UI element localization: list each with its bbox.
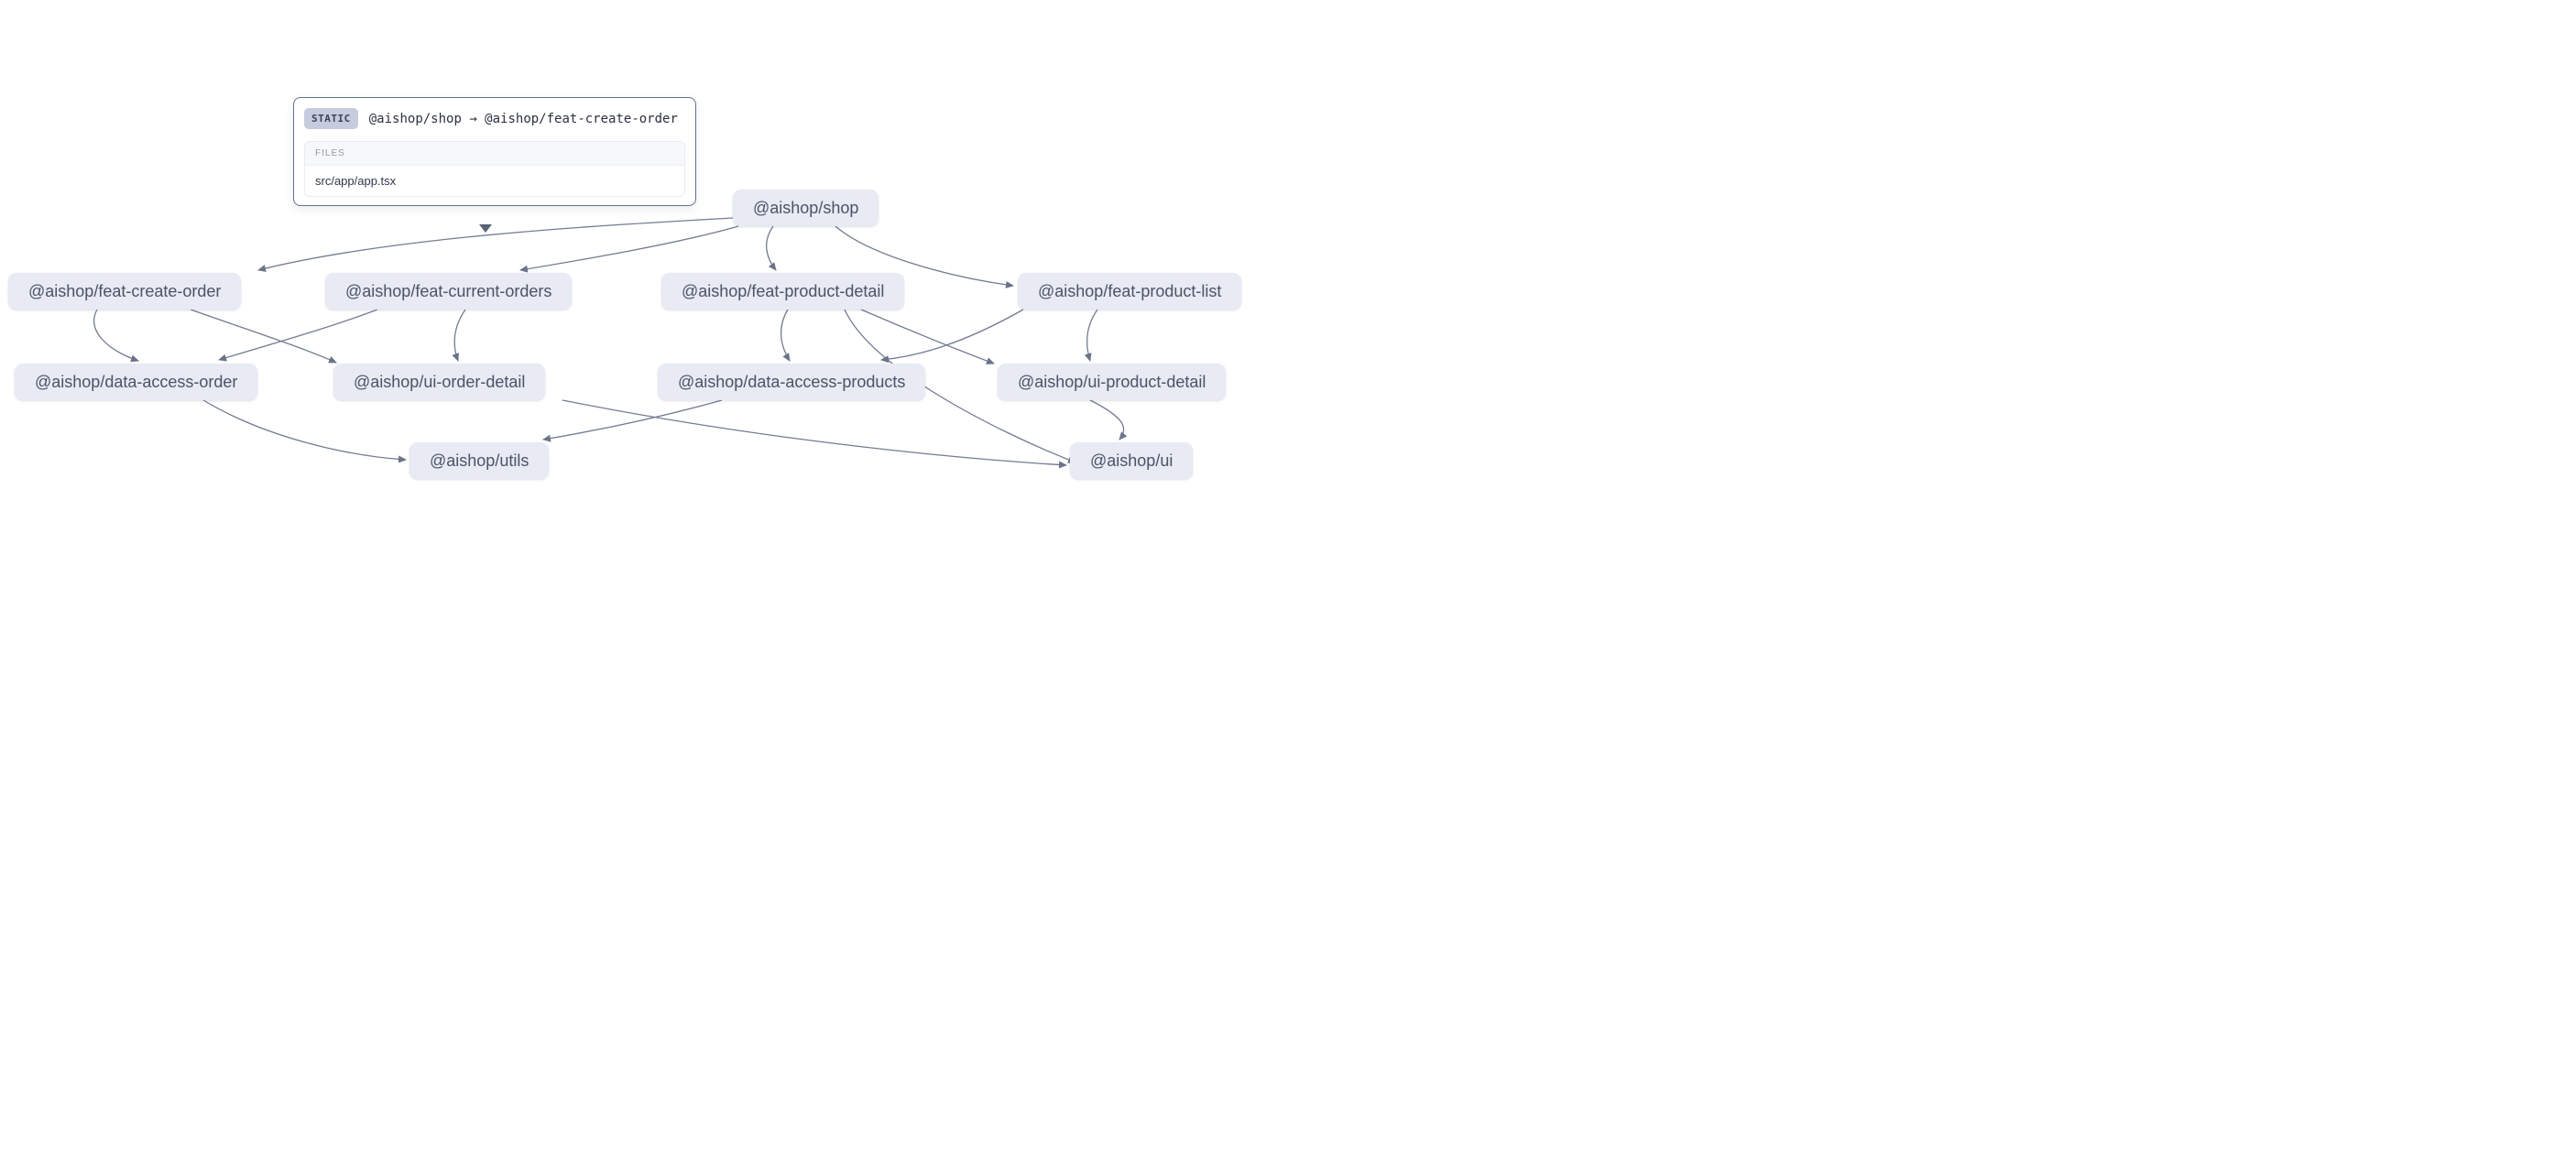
- edge-feat-product-detail-data-access-products[interactable]: [780, 309, 791, 362]
- edge-feat-product-list-data-access-products[interactable]: [880, 309, 1024, 364]
- edge-feat-product-detail-ui-product-detail[interactable]: [860, 309, 995, 364]
- files-panel: FILES src/app/app.tsx: [304, 141, 685, 197]
- edge-feat-product-list-ui-product-detail[interactable]: [1084, 309, 1098, 362]
- node-feat-product-list[interactable]: @aishop/feat-product-list: [1018, 273, 1242, 310]
- dependency-graph-canvas[interactable]: @aishop/shop @aishop/feat-create-order @…: [0, 0, 1288, 582]
- node-ui[interactable]: @aishop/ui: [1070, 442, 1194, 479]
- node-data-access-products[interactable]: @aishop/data-access-products: [658, 364, 926, 400]
- node-ui-product-detail[interactable]: @aishop/ui-product-detail: [998, 364, 1227, 400]
- edge-ui-order-detail-ui[interactable]: [562, 399, 1067, 469]
- edge-tooltip: STATIC @aishop/shop → @aishop/feat-creat…: [293, 97, 696, 206]
- edge-data-access-order-utils[interactable]: [202, 399, 407, 463]
- hovered-edge-arrow-icon: [479, 224, 492, 233]
- edge-route-text: @aishop/shop → @aishop/feat-create-order: [368, 111, 678, 126]
- edge-feat-create-order-data-access-order[interactable]: [93, 309, 139, 363]
- edge-shop-feat-create-order[interactable]: [257, 217, 734, 272]
- node-feat-current-orders[interactable]: @aishop/feat-current-orders: [325, 273, 573, 310]
- edge-feat-product-detail-ui[interactable]: [844, 309, 1076, 463]
- edge-feat-create-order-ui-order-detail[interactable]: [190, 309, 337, 364]
- node-data-access-order[interactable]: @aishop/data-access-order: [15, 364, 258, 400]
- edges-layer: [93, 217, 1128, 469]
- node-ui-order-detail[interactable]: @aishop/ui-order-detail: [333, 364, 546, 400]
- edge-ui-product-detail-ui[interactable]: [1089, 399, 1128, 440]
- edge-shop-feat-current-orders[interactable]: [519, 225, 739, 273]
- node-shop[interactable]: @aishop/shop: [733, 190, 879, 226]
- edge-shop-feat-product-detail[interactable]: [766, 225, 777, 271]
- edge-data-access-products-utils[interactable]: [542, 399, 723, 442]
- node-feat-create-order[interactable]: @aishop/feat-create-order: [8, 273, 242, 310]
- files-header: FILES: [305, 142, 684, 166]
- tooltip-header: STATIC @aishop/shop → @aishop/feat-creat…: [304, 108, 685, 129]
- edge-feat-current-orders-ui-order-detail[interactable]: [452, 309, 466, 362]
- node-feat-product-detail[interactable]: @aishop/feat-product-detail: [661, 273, 905, 310]
- file-row: src/app/app.tsx: [305, 166, 684, 196]
- node-utils[interactable]: @aishop/utils: [409, 442, 550, 479]
- edge-feat-current-orders-data-access-order[interactable]: [218, 309, 378, 362]
- edge-shop-feat-product-list[interactable]: [835, 225, 1014, 288]
- edge-type-badge: STATIC: [304, 108, 358, 129]
